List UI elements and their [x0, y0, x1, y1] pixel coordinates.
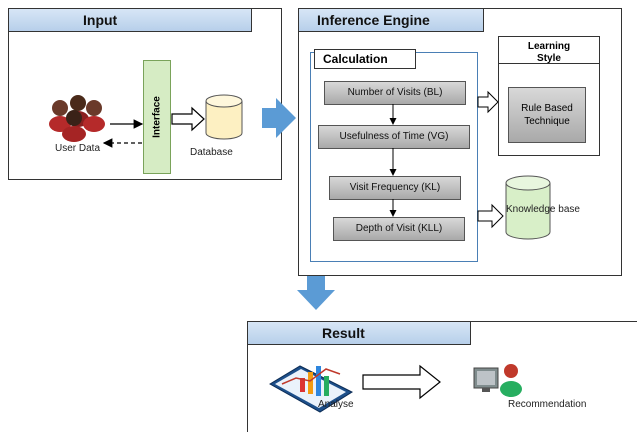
analyse-label: Analyse: [318, 399, 354, 410]
user-data-label: User Data: [55, 143, 101, 154]
result-title: Result: [322, 325, 365, 341]
step-number-of-visits: Number of Visits (BL): [324, 81, 466, 105]
calculation-title: Calculation: [323, 52, 388, 66]
engine-title: Inference Engine: [317, 12, 430, 28]
result-header: Result: [248, 322, 471, 345]
input-title: Input: [83, 12, 118, 28]
input-header: Input: [9, 9, 252, 32]
interface-label: Interface: [151, 96, 163, 138]
knowledge-base-label: Knowledge base: [506, 204, 580, 215]
step-usefulness-of-time: Usefulness of Time (VG): [318, 125, 470, 149]
technique-label: Rule Based Technique: [521, 103, 573, 127]
learning-style-title: Learning Style: [527, 41, 571, 64]
step-depth-of-visit: Depth of Visit (KLL): [333, 217, 465, 241]
recommendation-label: Recommendation: [508, 399, 587, 410]
learning-style-divider: [499, 63, 599, 64]
database-label: Database: [190, 147, 233, 158]
step-visit-frequency: Visit Frequency (KL): [329, 176, 461, 200]
engine-header: Inference Engine: [299, 9, 484, 32]
calculation-header: Calculation: [314, 49, 416, 69]
result-panel: Result: [247, 321, 637, 432]
interface-box: Interface: [143, 60, 171, 174]
rule-based-technique-box: Rule Based Technique: [508, 87, 586, 143]
